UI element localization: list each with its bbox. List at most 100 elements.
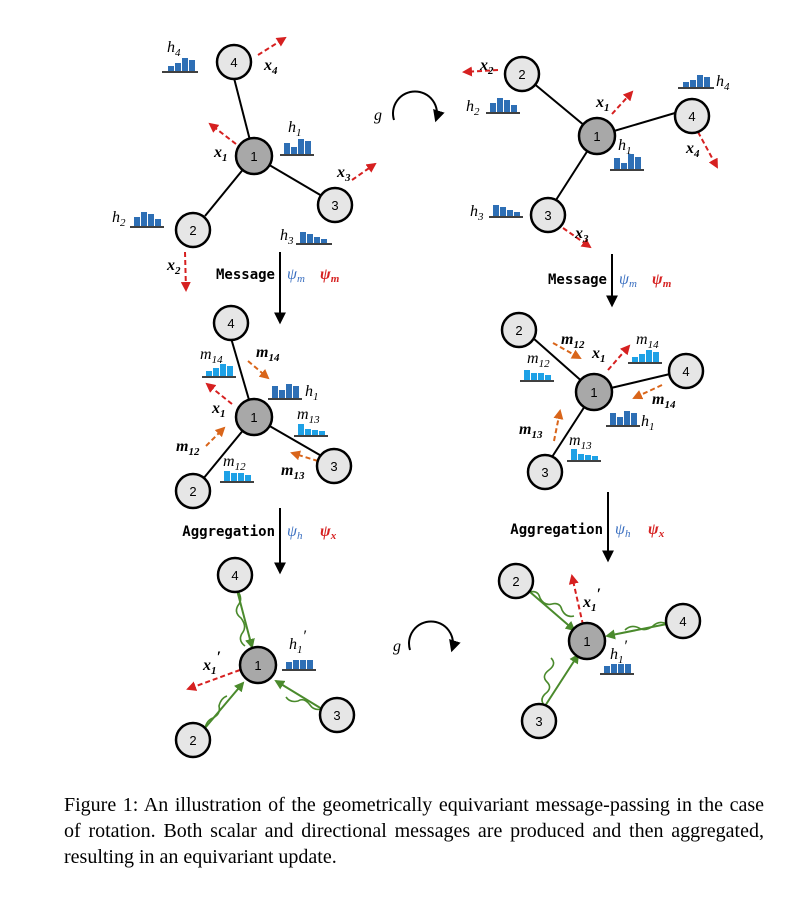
- step-message-left: Message ψm ψm: [216, 252, 340, 325]
- step-label: Aggregation: [182, 524, 275, 540]
- symbol-label: m12: [223, 453, 246, 473]
- symbol-label: m13: [281, 462, 305, 482]
- node-outer: [503, 55, 541, 93]
- histogram-icon: [294, 424, 328, 437]
- node-outer: [673, 97, 711, 135]
- psi-label: ψm: [320, 266, 340, 285]
- graph-middle-right: 1 2 4 3 m12 m14 x1 m12 m14 h1 m13 m13: [500, 311, 705, 491]
- node-center: [238, 645, 278, 685]
- node-outer: [174, 211, 212, 249]
- symbol-label: m14: [636, 331, 659, 351]
- equivariant-mp-diagram: 1 4 3 2 h4 x4 h1 x1 x3 h2 h3 x2 Message …: [112, 36, 730, 759]
- node-outer: [529, 196, 567, 234]
- node-outer: [215, 43, 253, 81]
- psi-label: ψh: [615, 521, 631, 540]
- histogram-icon: [489, 205, 523, 218]
- symbol-label: m13: [569, 432, 592, 452]
- symbol-label: m12: [527, 350, 550, 370]
- node-label: 3: [541, 465, 548, 480]
- node-label: 2: [518, 67, 525, 82]
- node-label: 4: [227, 316, 234, 331]
- node-outer: [315, 447, 353, 485]
- graph-top-right: 1 2 4 3 x2 h4 x1 h2 h1 x4 h3 x3: [462, 55, 730, 249]
- symbol-label: h2: [466, 98, 480, 118]
- rotation-label: g: [393, 638, 401, 655]
- symbol-label: m14: [256, 344, 280, 364]
- psi-label: ψm: [287, 266, 305, 285]
- symbol-label: m12: [176, 438, 200, 458]
- node-center: [574, 372, 614, 412]
- rotation-g-bottom: g: [393, 620, 461, 655]
- graph-bottom-right: 1 2 4 3 x1′ h1′: [497, 562, 702, 740]
- symbol-label: h2: [112, 209, 126, 229]
- node-outer: [316, 186, 354, 224]
- histogram-icon: [610, 154, 644, 171]
- histogram-icon: [130, 212, 164, 228]
- node-outer: [212, 304, 250, 342]
- graph-middle-left: 1 4 3 2 m14 m14 h1 x1 m13 m12 m12 m13: [174, 304, 353, 510]
- node-center: [234, 397, 274, 437]
- histogram-icon: [282, 660, 316, 671]
- histogram-icon: [220, 471, 254, 483]
- symbol-label: m14: [200, 346, 223, 366]
- node-outer: [216, 556, 254, 594]
- node-label: 4: [688, 109, 695, 124]
- symbol-label: h4: [167, 39, 181, 59]
- symbol-label: h1: [641, 413, 655, 433]
- node-label: 4: [231, 568, 238, 583]
- symbol-label: x4: [263, 57, 278, 77]
- node-label: 2: [515, 323, 522, 338]
- step-label: Aggregation: [510, 522, 603, 538]
- node-outer: [174, 472, 212, 510]
- node-label: 3: [331, 198, 338, 213]
- symbol-label: m12: [561, 331, 585, 351]
- symbol-label: x1′: [202, 649, 221, 677]
- node-outer: [526, 453, 564, 491]
- symbol-label: x1: [591, 345, 606, 365]
- histogram-icon: [202, 364, 236, 378]
- node-label: 1: [254, 658, 261, 673]
- histogram-icon: [280, 139, 314, 156]
- psi-label: ψx: [320, 523, 337, 542]
- node-label: 2: [189, 733, 196, 748]
- histogram-icon: [678, 75, 714, 89]
- symbol-label: h4: [716, 73, 730, 93]
- node-label: 2: [512, 574, 519, 589]
- rotation-label: g: [374, 107, 382, 124]
- symbol-label: h1′: [610, 638, 628, 666]
- step-label: Message: [216, 267, 275, 283]
- figure-caption: Figure 1: An illustration of the geometr…: [64, 794, 764, 868]
- symbol-label: m13: [297, 406, 320, 426]
- histogram-icon: [600, 664, 634, 675]
- symbol-label: m14: [652, 391, 676, 411]
- histogram-icon: [486, 98, 520, 114]
- symbol-label: h3: [470, 203, 484, 223]
- node-label: 2: [189, 223, 196, 238]
- rotation-g-top: g: [374, 90, 445, 124]
- symbol-label: h1: [288, 119, 302, 139]
- node-center: [567, 621, 607, 661]
- symbol-label: h1: [618, 137, 632, 157]
- node-outer: [667, 352, 705, 390]
- symbol-label: x2: [166, 257, 181, 277]
- node-label: 2: [189, 484, 196, 499]
- step-message-right: Message ψm ψm: [548, 254, 672, 308]
- histogram-icon: [606, 411, 640, 427]
- node-label: 3: [535, 714, 542, 729]
- symbol-label: h3: [280, 227, 294, 247]
- psi-label: ψx: [648, 521, 665, 540]
- graph-bottom-left: 1 4 3 2 h1′ x1′: [174, 556, 356, 759]
- histogram-icon: [296, 232, 332, 245]
- node-label: 4: [230, 55, 237, 70]
- node-label: 1: [593, 129, 600, 144]
- symbol-label: x4: [685, 140, 700, 160]
- node-outer: [520, 702, 558, 740]
- node-center: [234, 136, 274, 176]
- histogram-icon: [162, 58, 198, 73]
- node-outer: [497, 562, 535, 600]
- step-label: Message: [548, 272, 607, 288]
- psi-label: ψm: [619, 271, 637, 290]
- histogram-icon: [628, 350, 662, 364]
- symbol-label: h1′: [289, 628, 307, 656]
